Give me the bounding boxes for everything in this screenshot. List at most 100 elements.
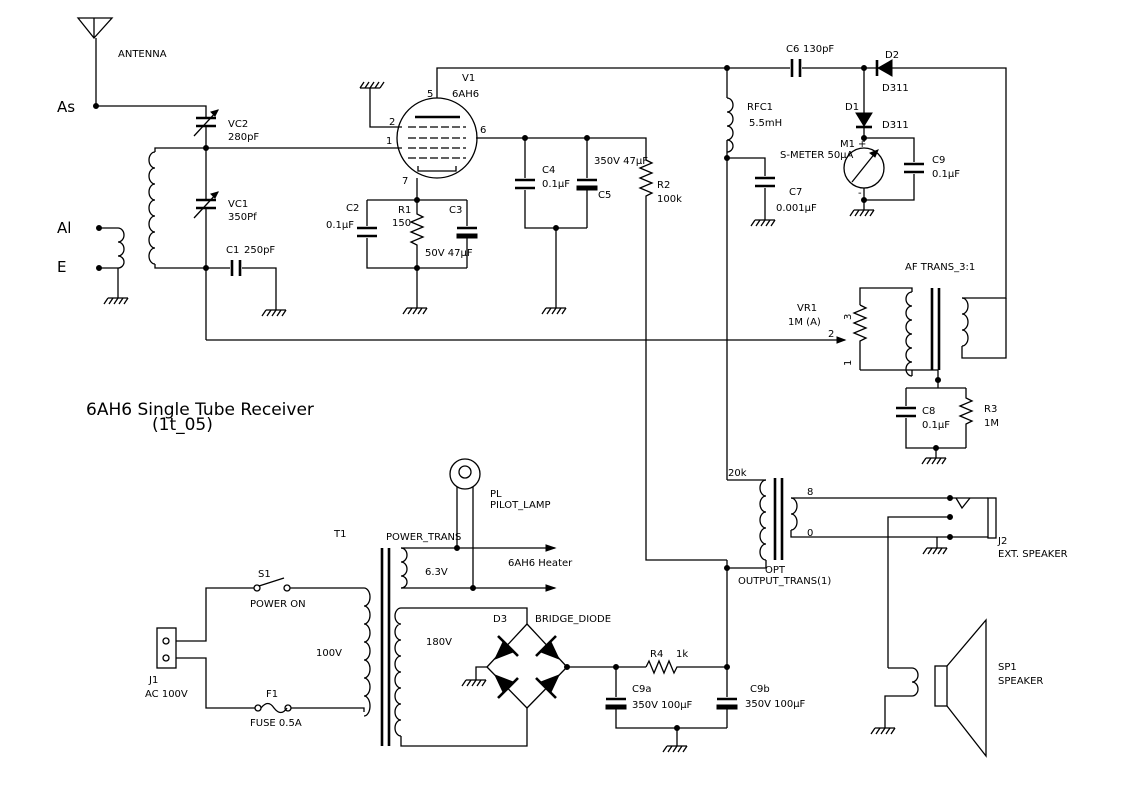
terminal-as: As xyxy=(57,98,75,116)
t1-primary: 100V xyxy=(316,648,342,659)
r1-ref: R1 xyxy=(398,205,411,216)
m1-minus: - xyxy=(858,188,862,199)
vr1-pin2: 2 xyxy=(828,329,834,340)
j2-jack xyxy=(887,495,997,668)
c8-ref: C8 xyxy=(922,406,935,417)
opt-value: OUTPUT_TRANS(1) xyxy=(738,576,831,587)
c1-value: 250pF xyxy=(244,245,275,256)
vr1-value: 1M (A) xyxy=(788,317,821,328)
d2-diode xyxy=(875,59,893,77)
j2-ref: J2 xyxy=(997,536,1007,547)
s1-value: POWER ON xyxy=(250,599,306,610)
r2-value: 100k xyxy=(657,194,682,205)
antenna-coil xyxy=(148,151,156,265)
c9a-value: 350V 100μF xyxy=(632,700,693,711)
c9b-capacitor xyxy=(716,697,738,710)
rfc1-ref: RFC1 xyxy=(747,102,773,113)
r1-value: 150 xyxy=(392,218,411,229)
vc2-value: 280pF xyxy=(228,132,259,143)
c9-ref: C9 xyxy=(932,155,945,166)
opt-ref: OPT xyxy=(765,565,786,576)
v1-pin5: 5 xyxy=(427,89,433,100)
pilot-lamp xyxy=(449,458,481,490)
ground-cathode xyxy=(402,307,428,315)
r2-ref: R2 xyxy=(657,180,670,191)
c2-capacitor xyxy=(357,226,377,238)
j1-ref: J1 xyxy=(148,675,158,686)
c4-capacitor xyxy=(515,178,535,190)
sp1-speaker xyxy=(884,618,987,758)
c8-capacitor xyxy=(896,406,916,418)
vc1-value: 350Pf xyxy=(228,212,257,223)
c7-ref: C7 xyxy=(789,187,802,198)
af-transformer xyxy=(905,288,969,377)
c6-value: 130pF xyxy=(803,44,834,55)
c3-capacitor xyxy=(456,226,478,239)
rfc1-inductor xyxy=(726,97,734,153)
c1-ref: C1 xyxy=(226,245,239,256)
r4-resistor xyxy=(645,659,727,675)
vr1-ref: VR1 xyxy=(797,303,817,314)
opt-tap0: 0 xyxy=(807,528,813,539)
r4-value: 1k xyxy=(676,649,688,660)
vc1-ref: VC1 xyxy=(228,199,248,210)
c9-value: 0.1μF xyxy=(932,169,960,180)
coupling-coil xyxy=(117,227,125,269)
t1-value: POWER_TRANS xyxy=(386,532,461,543)
c4-ref: C4 xyxy=(542,165,555,176)
ground-screen xyxy=(541,307,567,315)
terminal-al: Al xyxy=(57,219,71,237)
c9-capacitor xyxy=(904,162,924,174)
d1-diode xyxy=(855,112,873,129)
m1-value: S-METER 50μA xyxy=(780,150,854,161)
ground-c1 xyxy=(261,309,287,317)
c5-capacitor xyxy=(576,178,598,191)
s1-ref: S1 xyxy=(258,569,271,580)
r3-ref: R3 xyxy=(984,404,997,415)
sp1-value: SPEAKER xyxy=(998,676,1043,687)
rfc1-value: 5.5mH xyxy=(749,118,782,129)
title-line2: (1t_05) xyxy=(152,415,213,435)
ground-speaker xyxy=(870,727,896,735)
c5-ref: C5 xyxy=(598,190,611,201)
ground-j2 xyxy=(922,547,948,555)
ground-af xyxy=(921,457,947,465)
r3-resistor xyxy=(958,388,974,448)
vr1-potentiometer xyxy=(852,304,868,370)
c9b-value: 350V 100μF xyxy=(745,699,806,710)
r2-resistor xyxy=(638,159,727,561)
antenna-symbol xyxy=(76,17,114,109)
v1-pin6: 6 xyxy=(480,125,486,136)
af-trans-label: AF TRANS_3:1 xyxy=(905,262,975,273)
j1-connector xyxy=(156,627,177,669)
heater-out: 6AH6 Heater xyxy=(508,558,573,569)
c9b-ref: C9b xyxy=(750,684,770,695)
ground-pin2 xyxy=(359,81,385,89)
c7-value: 0.001μF xyxy=(776,203,817,214)
ground-supply xyxy=(662,745,688,753)
d2-ref: D2 xyxy=(885,50,899,61)
d3-ref: D3 xyxy=(493,614,507,625)
output-transformer xyxy=(759,478,798,561)
c6-ref: C6 xyxy=(786,44,799,55)
opt-tap8: 8 xyxy=(807,487,813,498)
f1-fuse xyxy=(254,702,292,714)
c3-ref: C3 xyxy=(449,205,462,216)
c7-capacitor xyxy=(755,176,775,188)
ground-bridge xyxy=(461,679,487,687)
m1-ref: M1 xyxy=(840,139,855,150)
antenna-label: ANTENNA xyxy=(118,49,167,60)
terminal-e: E xyxy=(57,258,66,276)
c9a-capacitor xyxy=(605,697,627,710)
t1-transformer xyxy=(363,548,402,746)
c9a-ref: C9a xyxy=(632,684,651,695)
c6-capacitor xyxy=(790,59,802,77)
f1-value: FUSE 0.5A xyxy=(250,718,302,729)
vc2-capacitor xyxy=(193,109,219,137)
ground-e xyxy=(103,297,129,305)
d3-value: BRIDGE_DIODE xyxy=(535,614,611,625)
d1-ref: D1 xyxy=(845,102,859,113)
v1-tube xyxy=(396,97,478,179)
t1-heater: 6.3V xyxy=(425,567,448,578)
c3-value: 50V 47μF xyxy=(425,248,473,259)
